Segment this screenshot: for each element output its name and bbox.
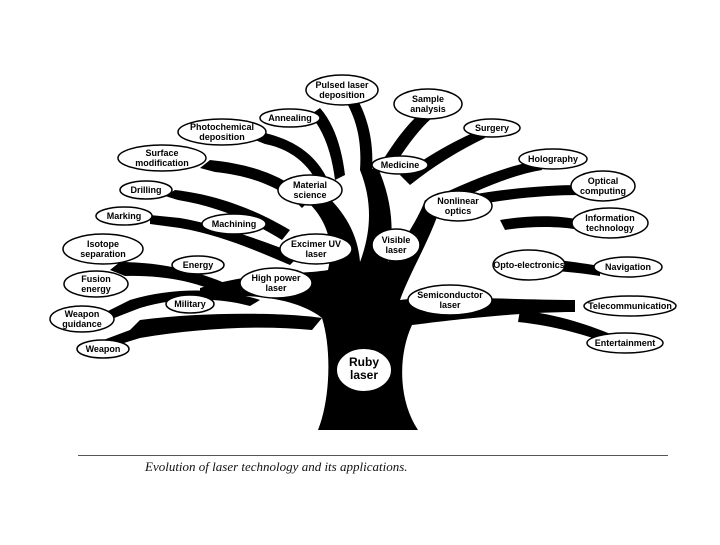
node-label: Visiblelaser (382, 235, 411, 255)
node-label: Machining (212, 219, 257, 229)
node-label: Surgery (475, 123, 509, 133)
node-marking: Marking (96, 207, 152, 225)
node-surgery: Surgery (464, 119, 520, 137)
node-label: Marking (107, 211, 142, 221)
node-label: Drilling (131, 185, 162, 195)
node-machining: Machining (202, 214, 266, 234)
node-medicine: Medicine (372, 156, 428, 174)
node-holography: Holography (519, 149, 587, 169)
node-label: Holography (528, 154, 578, 164)
node-label: Annealing (268, 113, 312, 123)
node-energy: Energy (172, 256, 224, 274)
node-label: Opto-electronics (493, 260, 565, 270)
node-military: Military (166, 295, 214, 313)
node-entertainment: Entertainment (587, 333, 663, 353)
node-drilling: Drilling (120, 181, 172, 199)
node-weapon: Weapon (77, 340, 129, 358)
node-telecom: Telecommunication (584, 296, 676, 316)
node-label: Telecommunication (588, 301, 672, 311)
node-label: Military (174, 299, 206, 309)
node-navigation: Navigation (594, 257, 662, 277)
node-surface: Surfacemodification (118, 145, 206, 171)
caption-rule (78, 455, 668, 456)
node-annealing: Annealing (260, 109, 320, 127)
node-label: Energy (183, 260, 214, 270)
node-opto: Opto-electronics (493, 250, 565, 280)
node-label: Navigation (605, 262, 651, 272)
tree-branch (500, 216, 580, 230)
tree-branch (345, 95, 372, 170)
node-label: Weapon (86, 344, 121, 354)
node-label: Entertainment (595, 338, 656, 348)
figure-caption: Evolution of laser technology and its ap… (145, 459, 575, 475)
node-label: Medicine (381, 160, 420, 170)
